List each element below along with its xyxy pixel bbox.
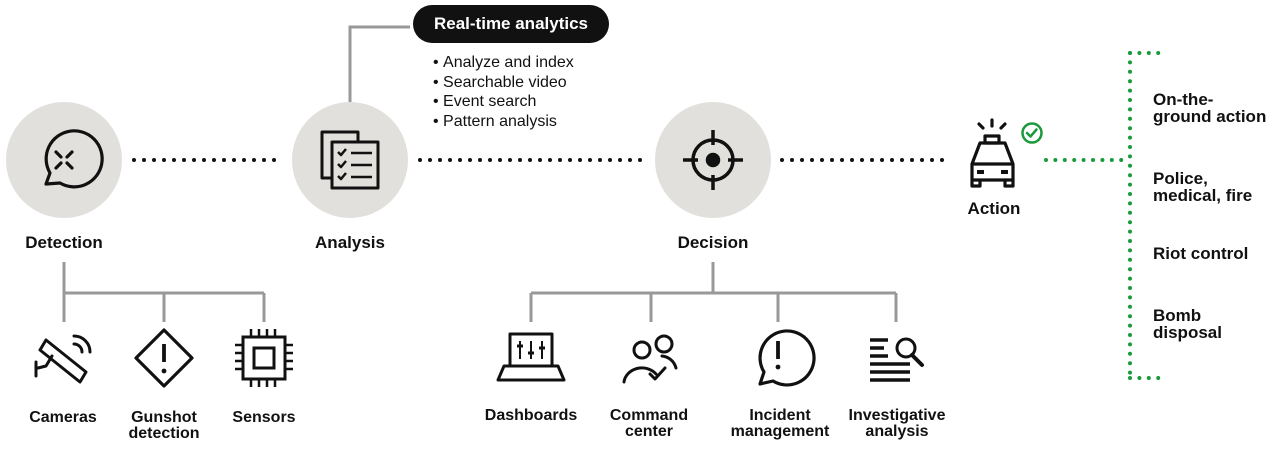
warning-diamond-icon <box>134 328 194 388</box>
analytics-bullet-list: Analyze and index Searchable video Event… <box>433 53 574 131</box>
outcome-bracket <box>1044 51 1165 380</box>
sub-label-dashboards: Dashboards <box>484 407 578 424</box>
green-check-icon <box>1021 122 1043 144</box>
outcome-bomb-disposal: Bomb disposal <box>1153 306 1222 342</box>
tree-connectors <box>62 25 898 322</box>
detection-circle <box>6 102 122 218</box>
list-item: Searchable video <box>433 73 574 93</box>
sub-label-incident-management: Incident management <box>730 407 830 440</box>
camera-icon <box>34 334 92 384</box>
outcome-police-medical-fire: Police, medical, fire <box>1153 169 1253 205</box>
sub-label-cameras: Cameras <box>29 409 97 426</box>
stage-label-analysis: Analysis <box>315 233 385 252</box>
stage-label-decision: Decision <box>677 233 749 252</box>
list-item: Analyze and index <box>433 53 574 73</box>
emergency-vehicle-icon <box>970 118 1015 188</box>
outcome-on-the-ground-action: On-the- ground action <box>1153 90 1267 126</box>
list-item: Pattern analysis <box>433 112 574 132</box>
sub-label-investigative-analysis: Investigative analysis <box>848 407 946 440</box>
sub-label-sensors: Sensors <box>232 409 296 426</box>
chip-icon <box>235 329 293 387</box>
dashboard-laptop-icon <box>496 332 566 382</box>
stage-label-action: Action <box>967 199 1021 218</box>
stage-label-detection: Detection <box>25 233 103 252</box>
sub-label-gunshot-detection: Gunshot detection <box>128 409 200 442</box>
outcome-riot-control: Riot control <box>1153 244 1249 263</box>
checklist-documents-icon <box>320 130 380 190</box>
sub-label-command-center: Command center <box>609 407 689 440</box>
list-item: Event search <box>433 92 574 112</box>
people-check-icon <box>622 334 678 384</box>
search-document-icon <box>870 337 924 382</box>
realtime-analytics-pill: Real-time analytics <box>413 5 609 43</box>
alert-bubble-icon <box>758 329 816 387</box>
crosshair-icon <box>683 130 743 190</box>
target-bubble-icon <box>44 129 104 189</box>
